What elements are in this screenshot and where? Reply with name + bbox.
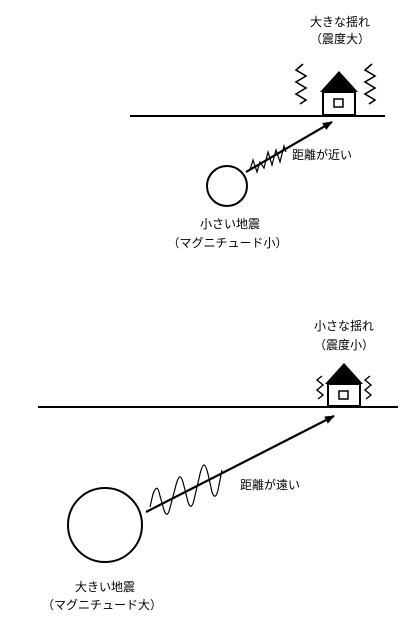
top-shaking-title: 大きな揺れ [309,15,370,29]
tremor-icon [315,375,325,400]
epicenter-circle [67,487,143,563]
top-quake-subtitle: （マグニチュード小） [167,236,288,250]
top-panel [130,63,385,207]
bottom-panel [38,363,398,563]
tremor-icon [363,375,373,400]
top-quake-title: 小さい地震 [199,217,260,231]
propagation-arrow [245,121,333,173]
house-icon [320,71,358,116]
bottom-distance-label: 距離が遠い [240,478,301,492]
tremor-icon [294,63,308,105]
propagation-arrow [145,415,335,513]
bottom-shaking-title: 小さな揺れ [313,319,374,333]
bottom-quake-subtitle: （マグニチュード大） [41,598,162,612]
seismic-wave [249,143,287,174]
top-shaking-subtitle: （震度大） [309,32,370,46]
seismic-wave [149,464,223,515]
house-icon [325,363,363,407]
bottom-quake-title: 大きい地震 [74,580,135,594]
tremor-icon [363,63,377,105]
top-distance-label: 距離が近い [292,148,353,162]
epicenter-circle [206,165,248,207]
bottom-shaking-subtitle: （震度小） [313,338,374,352]
